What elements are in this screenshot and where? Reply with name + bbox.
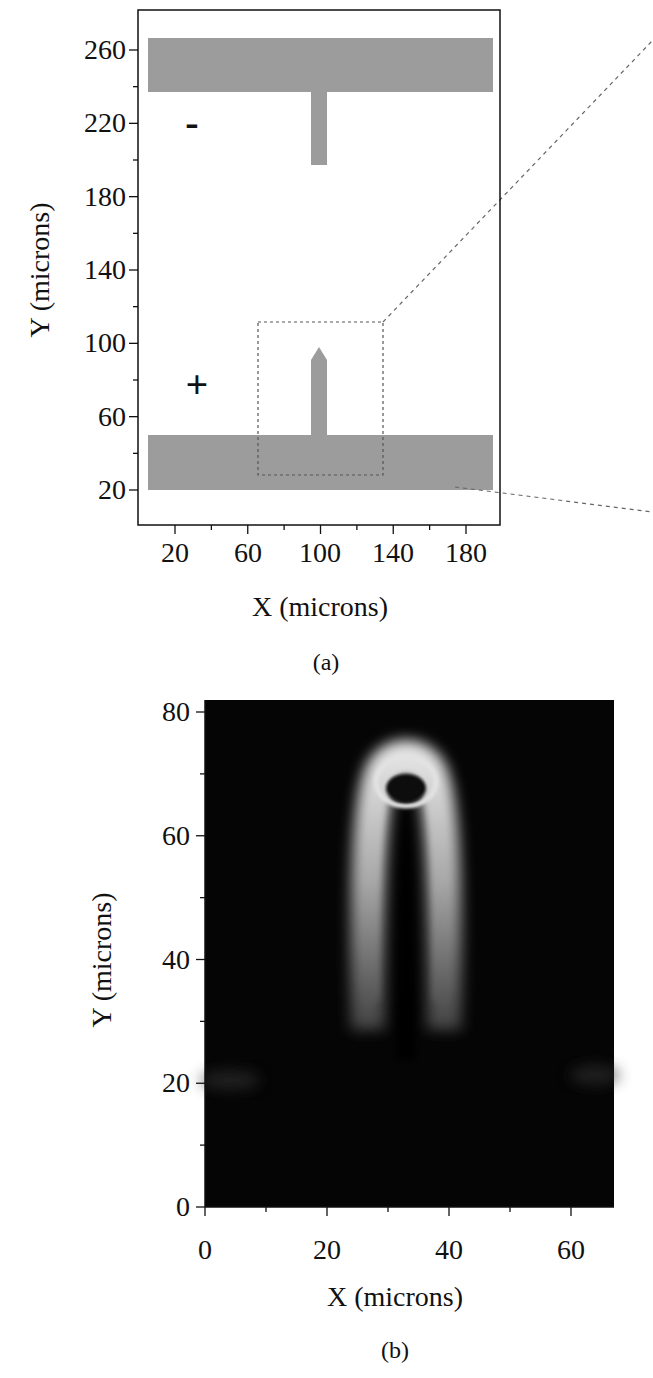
tick-mark	[509, 1207, 510, 1212]
tick-label: 60	[98, 403, 126, 431]
zoom-leader	[455, 487, 653, 512]
axis-ticks	[196, 712, 571, 1216]
tick-label: 20	[161, 539, 189, 567]
tick-mark	[326, 1207, 327, 1216]
tick-label: 60	[162, 822, 190, 850]
tick-label: 180	[445, 539, 487, 567]
tick-mark	[133, 159, 138, 160]
zoom-region	[258, 322, 383, 475]
tick-label: 80	[162, 698, 190, 726]
tick-mark	[200, 773, 205, 774]
tick-label: 220	[84, 109, 126, 137]
axis-title: X (microns)	[327, 1283, 463, 1311]
tick-label: 20	[162, 1069, 190, 1097]
tick-mark	[283, 525, 284, 530]
tick-mark	[133, 86, 138, 87]
tick-mark	[133, 379, 138, 380]
tick-mark	[133, 233, 138, 234]
tick-mark	[465, 525, 466, 534]
tick-label: 20	[313, 1236, 341, 1264]
tick-mark	[196, 711, 205, 712]
tick-mark	[211, 525, 212, 530]
tick-mark	[204, 1207, 205, 1216]
y-axis	[204, 700, 206, 1207]
tick-label: 40	[162, 946, 190, 974]
tick-mark	[448, 1207, 449, 1216]
panel-label: (b)	[381, 1338, 409, 1362]
tick-mark	[174, 525, 175, 534]
tick-mark	[200, 1144, 205, 1145]
tick-mark	[196, 1206, 205, 1207]
tick-label: 0	[198, 1236, 212, 1264]
tick-mark	[133, 306, 138, 307]
axis-title: Y (microns)	[26, 202, 54, 337]
tick-mark	[320, 525, 321, 534]
tick-label: 140	[372, 539, 414, 567]
tick-mark	[265, 1207, 266, 1212]
tick-mark	[196, 959, 205, 960]
fluorescence-glow	[200, 757, 620, 1090]
tick-mark	[356, 525, 357, 530]
electrode-schematic	[148, 38, 653, 512]
tick-mark	[133, 453, 138, 454]
tick-mark	[570, 1207, 571, 1216]
tick-mark	[129, 489, 138, 490]
tick-mark	[129, 416, 138, 417]
tick-mark	[247, 525, 248, 534]
axis-title: Y (microns)	[88, 892, 116, 1027]
tick-label: 260	[84, 36, 126, 64]
tick-mark	[129, 343, 138, 344]
polarity-sign: -	[185, 103, 198, 143]
negative-electrode-tip	[311, 92, 327, 165]
positive-electrode-tip	[311, 347, 327, 435]
tick-mark	[129, 123, 138, 124]
tick-mark	[196, 1083, 205, 1084]
tick-label: 60	[234, 539, 262, 567]
axis-ticks	[129, 50, 466, 534]
tick-mark	[429, 525, 430, 530]
tick-mark	[129, 196, 138, 197]
tick-mark	[200, 897, 205, 898]
tick-label: 100	[84, 329, 126, 357]
tick-label: 140	[84, 256, 126, 284]
zoom-leader	[383, 40, 653, 322]
tick-label: 60	[557, 1236, 585, 1264]
axis-title: X (microns)	[252, 593, 388, 621]
panel-label: (a)	[313, 650, 340, 674]
polarity-sign: +	[186, 365, 209, 405]
positive-electrode-bar	[148, 435, 493, 490]
tick-label: 20	[98, 476, 126, 504]
tick-label: 100	[299, 539, 341, 567]
tick-label: 40	[435, 1236, 463, 1264]
tick-mark	[196, 835, 205, 836]
tick-mark	[387, 1207, 388, 1212]
tick-mark	[393, 525, 394, 534]
plot-frame	[138, 10, 500, 525]
tick-label: 0	[176, 1193, 190, 1221]
tick-label: 180	[84, 183, 126, 211]
fluorescence-image	[205, 700, 614, 1207]
tick-mark	[129, 269, 138, 270]
tick-mark	[200, 1021, 205, 1022]
tick-mark	[129, 49, 138, 50]
negative-electrode-bar	[148, 38, 493, 92]
